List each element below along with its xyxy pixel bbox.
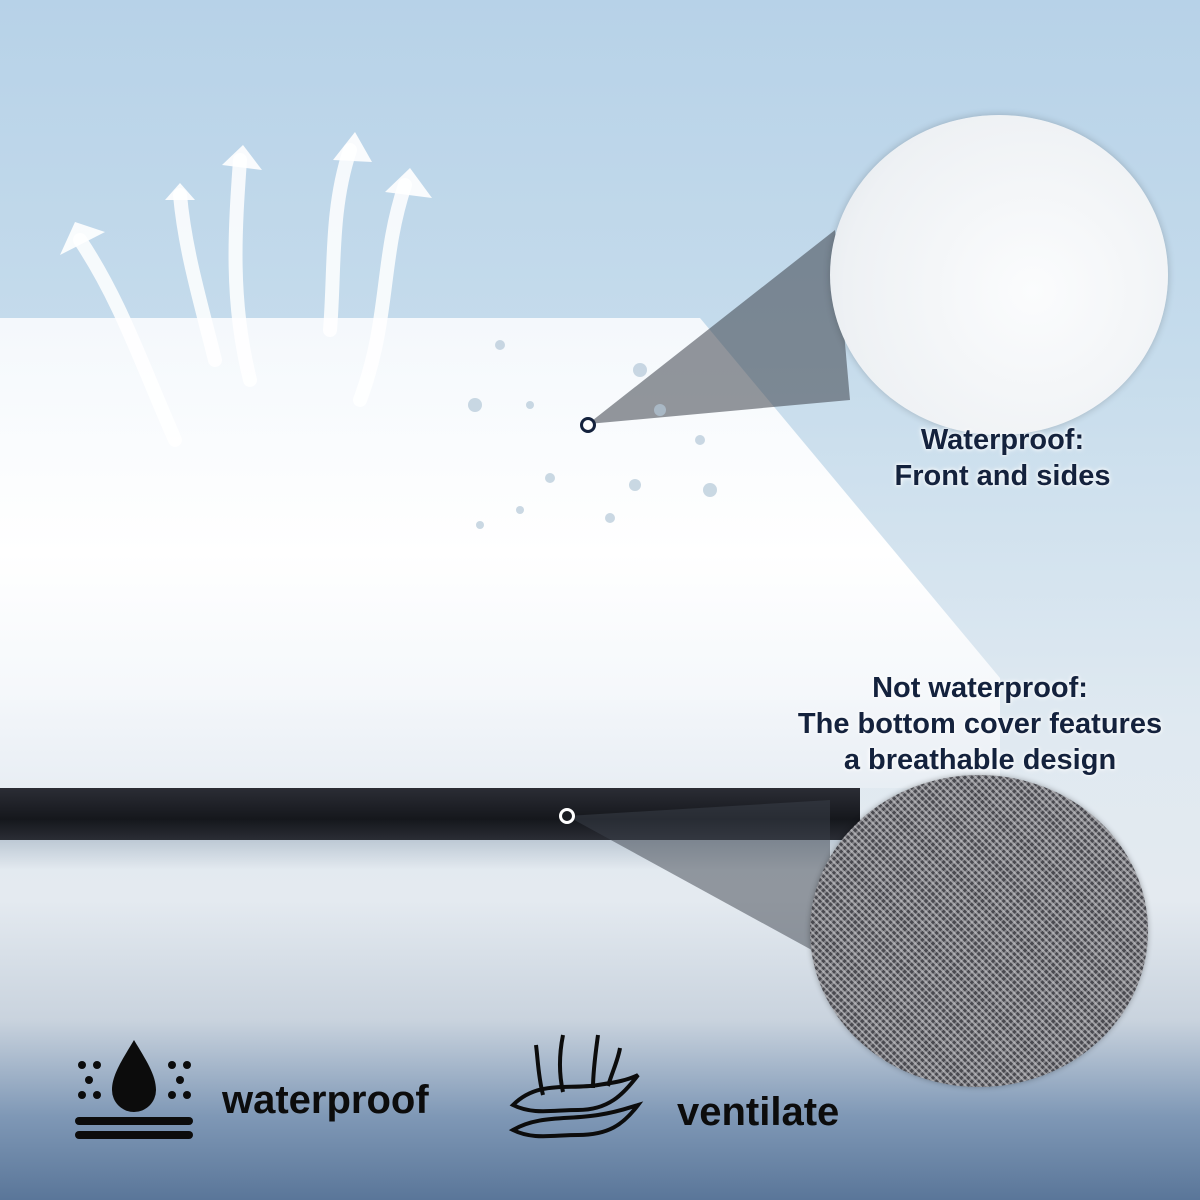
ventilate-layers-icon [508,1034,644,1139]
callout-bottom-text-2: a breathable design [843,744,1117,776]
mattress-side [0,700,990,788]
waterproof-drop-icon [75,1040,193,1139]
band-shadow [0,840,860,870]
callout-top-title: Waterproof: [920,424,1085,456]
callout-bottom: Not waterproof: The bottom cover feature… [770,670,1190,778]
bottom-cover-band [0,788,860,840]
mesh-fabric-closeup [810,775,1148,1087]
callout-top: Waterproof: Front and sides [870,422,1135,494]
waterproof-fabric-closeup [830,115,1168,435]
callout-bottom-text-1: The bottom cover features [797,708,1163,740]
callout-top-text: Front and sides [894,460,1111,492]
feature-waterproof-label: waterproof [222,1078,429,1122]
feature-ventilate-label: ventilate [677,1090,840,1134]
hotspot-bottom[interactable] [559,808,575,824]
hotspot-top[interactable] [580,417,596,433]
callout-bottom-title: Not waterproof: [872,672,1088,704]
